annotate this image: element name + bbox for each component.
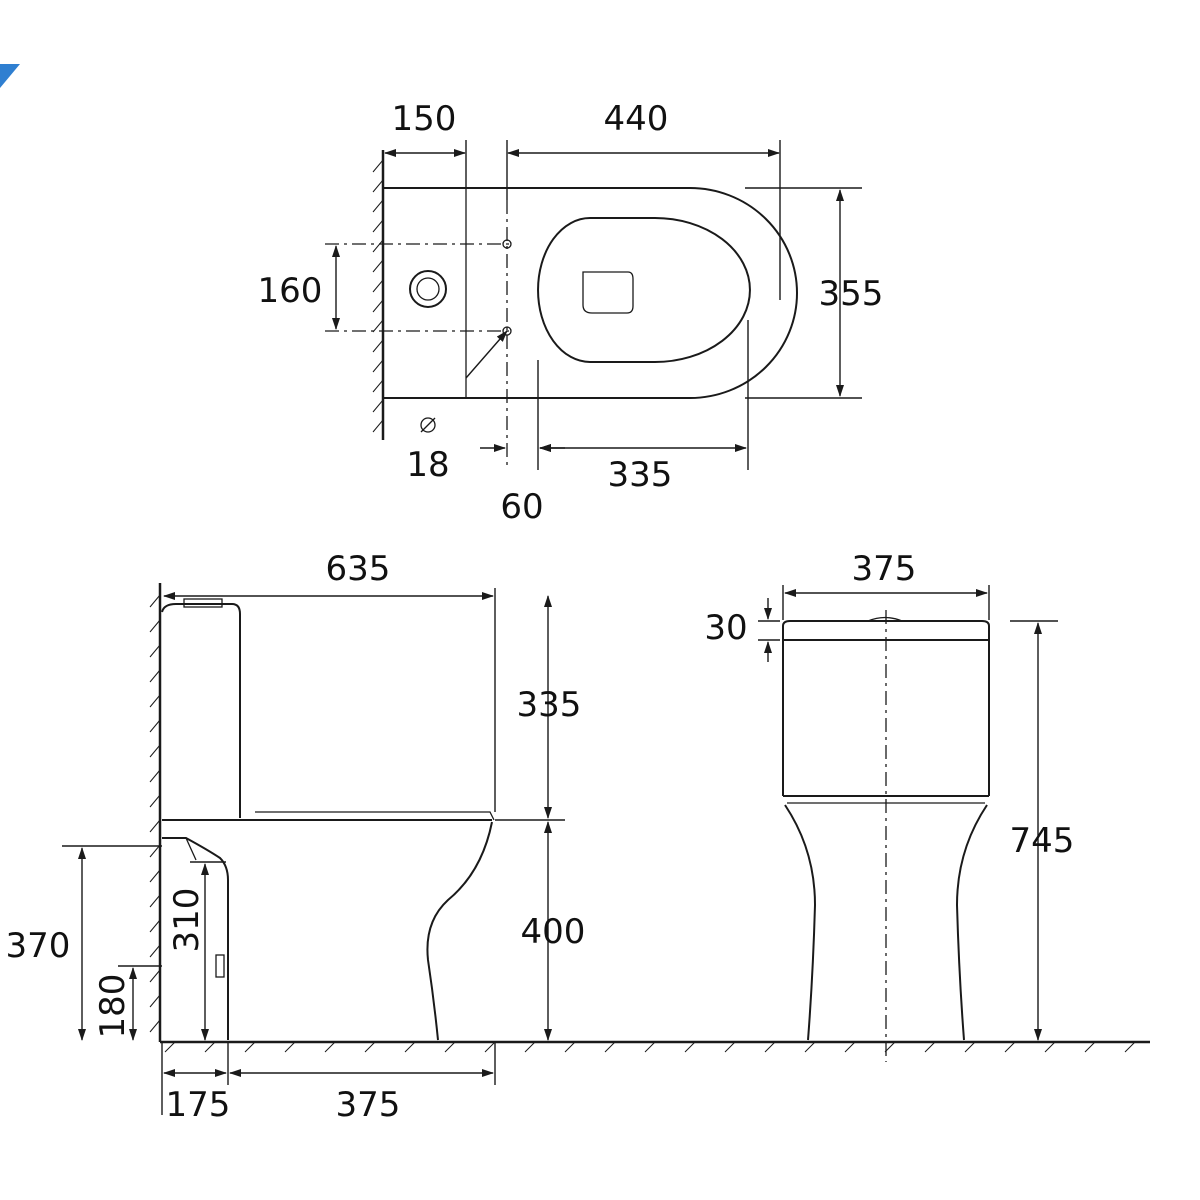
dim-inlet-height: 370	[6, 926, 71, 966]
dim-overall-height: 745	[1010, 821, 1075, 861]
side-view: 635 335 400 370 310 180 175 375	[6, 549, 1150, 1125]
dim-front-width: 375	[852, 549, 917, 589]
seat-hinge-shape	[582, 271, 634, 314]
dim-fixing-hole: 18	[406, 445, 449, 485]
top-view: 150 440 160 355 18 60 335	[258, 99, 884, 527]
dim-outlet-to-front-side: 375	[336, 1085, 401, 1125]
fixing-hole-icon	[420, 417, 436, 433]
trap-side	[162, 837, 229, 1040]
accent-corner-mark	[0, 64, 20, 88]
dim-outlet-to-front: 440	[604, 99, 669, 139]
side-view-wall-hatch	[149, 594, 161, 1033]
cistern-side	[161, 603, 241, 818]
dim-lid-height: 30	[704, 608, 747, 648]
dim-tank-height: 335	[517, 685, 582, 725]
floor-hatch	[164, 1041, 1136, 1053]
flush-button-icon	[409, 270, 447, 308]
seat-side	[255, 811, 495, 821]
dim-outlet-center: 180	[93, 974, 133, 1039]
dim-outlet-offset: 60	[500, 487, 543, 527]
pedestal-left	[784, 804, 817, 1041]
dim-fixing-spacing: 160	[258, 271, 323, 311]
front-view: 375 30 745	[704, 549, 1074, 1062]
dim-outlet-from-wall: 175	[166, 1085, 231, 1125]
seat-outline-top	[537, 217, 751, 363]
dim-outlet-height: 310	[167, 888, 207, 953]
pedestal-right	[955, 804, 988, 1041]
dim-wall-to-outlet: 150	[392, 99, 457, 139]
top-view-wall-hatch	[372, 159, 384, 433]
toilet-outline-top	[383, 187, 798, 399]
leader-line	[465, 330, 508, 379]
dim-overall-depth: 635	[326, 549, 391, 589]
flush-button-front	[867, 616, 903, 622]
bowl-side-profile	[426, 821, 493, 1041]
cistern-lid-front	[782, 620, 990, 641]
dim-seat-height: 400	[521, 912, 586, 952]
cistern-body-front	[782, 640, 990, 796]
dim-seat-depth: 335	[608, 455, 673, 495]
inlet-connector	[215, 954, 225, 978]
dim-bowl-width: 355	[819, 274, 884, 314]
